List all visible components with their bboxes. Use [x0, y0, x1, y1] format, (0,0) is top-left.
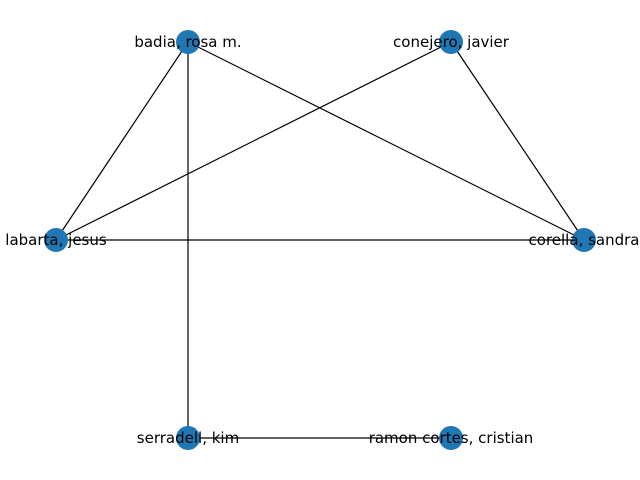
edge-badia-corella — [187, 41, 585, 241]
node-conejero — [439, 30, 463, 54]
edge-conejero-labarta — [55, 41, 452, 241]
node-labarta — [44, 228, 68, 252]
node-label-ramon: ramon cortes, cristian — [369, 429, 534, 447]
node-layer — [44, 30, 596, 450]
node-label-labarta: labarta, jesus — [5, 231, 107, 249]
node-label-corella: corella, sandra — [529, 231, 640, 249]
edge-conejero-corella — [450, 41, 585, 241]
node-corella — [572, 228, 596, 252]
node-ramon — [439, 426, 463, 450]
node-label-conejero: conejero, javier — [393, 33, 510, 51]
edge-layer — [55, 41, 585, 439]
label-layer: badia, rosa m. conejero, javier labarta, j… — [5, 33, 639, 447]
node-serradell — [176, 426, 200, 450]
node-badia — [176, 30, 200, 54]
node-label-serradell: serradell, kim — [137, 429, 239, 447]
node-label-badia: badia, rosa m. — [134, 33, 241, 51]
edge-badia-labarta — [55, 41, 189, 241]
